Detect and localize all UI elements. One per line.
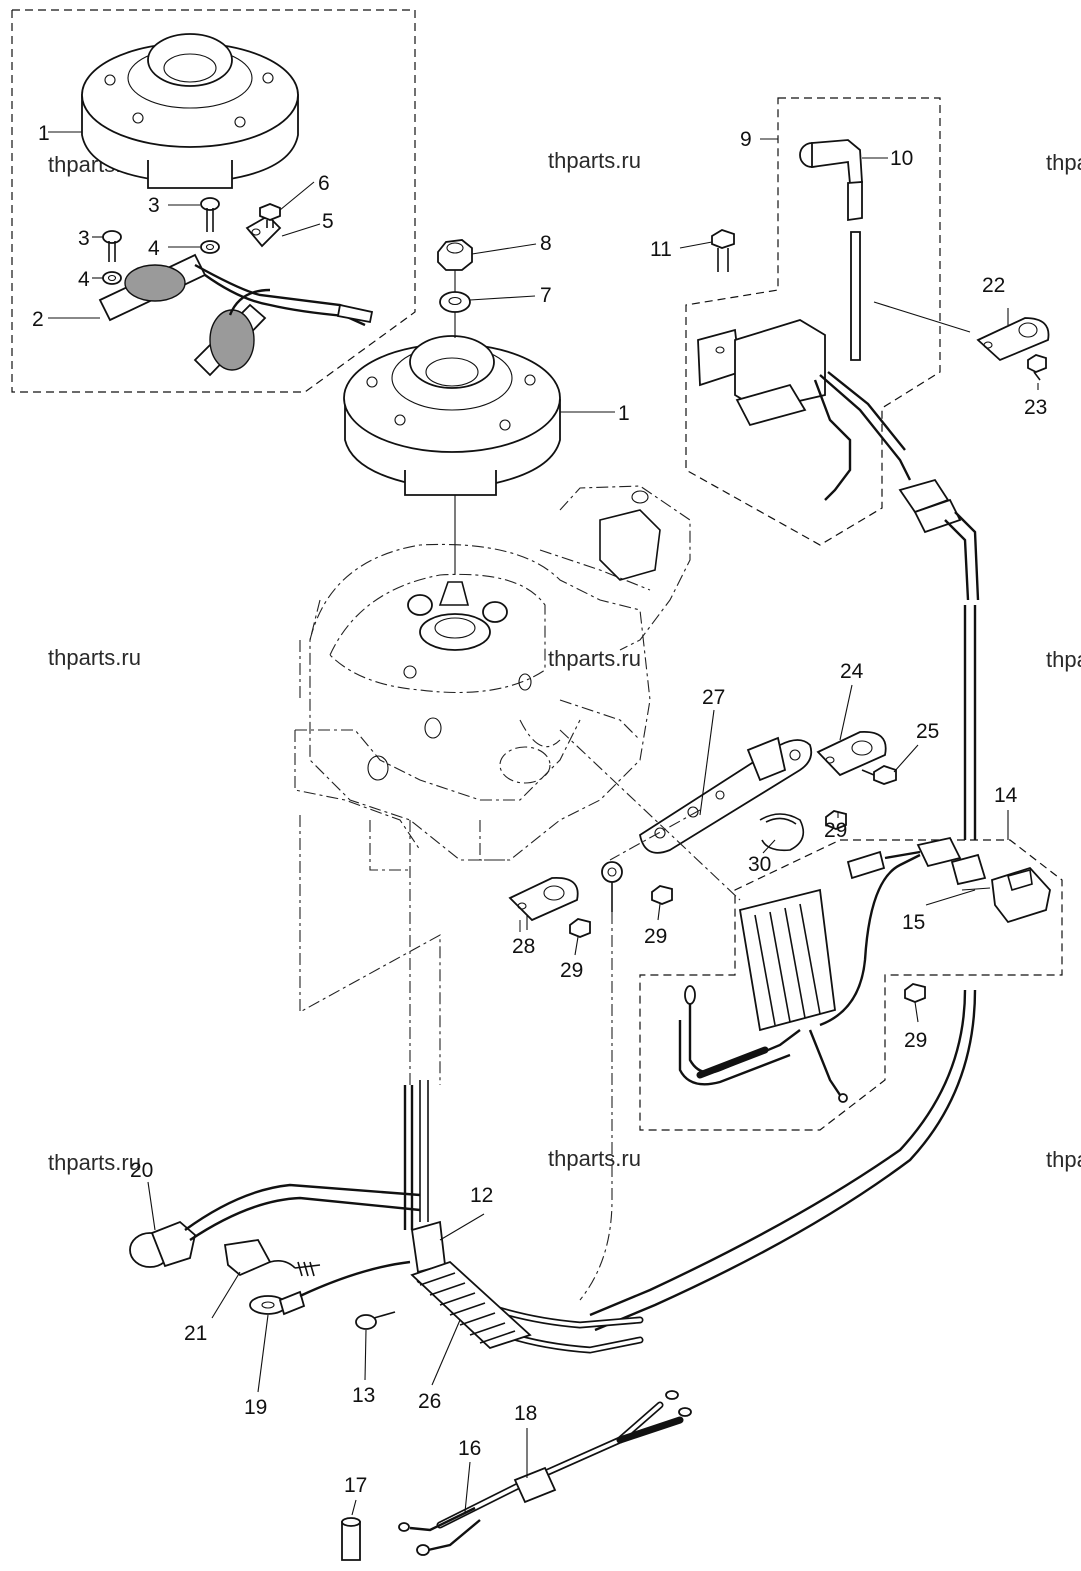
dash-dot-leader [299, 815, 441, 1085]
callout-label: 1 [618, 402, 630, 425]
callout-label: 6 [318, 172, 330, 195]
bracket-part-27 [638, 736, 813, 854]
callout-label: 12 [470, 1184, 493, 1207]
regulator-kit-outline [639, 839, 1063, 1131]
extension-harness-part-18 [436, 1390, 692, 1529]
watermarks: thparts.ru thparts.ru thparts.ru thparts… [48, 148, 1081, 1175]
watermark-text: thparts.ru [1046, 647, 1081, 672]
callout-label: 14 [994, 784, 1018, 807]
callout-label: 29 [560, 959, 583, 982]
engine-block-phantom [294, 485, 691, 871]
bolt-part-25 [861, 765, 897, 785]
callout-label: 18 [514, 1402, 537, 1425]
clamp-part-5 [245, 214, 282, 248]
lanyard-clip-part-21 [223, 1239, 321, 1277]
clip-part-12 [410, 1080, 446, 1274]
spark-plug-cap-part-10 [799, 139, 863, 361]
callout-label: 10 [890, 147, 913, 170]
callout-label: 2 [32, 308, 44, 331]
leader-lines [48, 131, 1039, 1516]
callout-label: 29 [904, 1029, 927, 1052]
callout-label: 13 [352, 1384, 375, 1407]
callout-label: 22 [982, 274, 1005, 297]
callout-label: 15 [902, 911, 925, 934]
washer-part-7 [439, 291, 471, 313]
rectifier-part-14 [678, 836, 962, 1103]
callout-label: 25 [916, 720, 939, 743]
bolt-part-11 [711, 229, 735, 272]
callout-label: 3 [78, 227, 90, 250]
callout-label: 28 [512, 935, 535, 958]
clamp-part-28 [508, 877, 579, 922]
dash-dot-leader [519, 729, 741, 935]
callout-label: 17 [344, 1474, 367, 1497]
callout-label: 24 [840, 660, 864, 683]
watermark-text: thparts.ru [1046, 150, 1081, 175]
callout-label: 5 [322, 210, 334, 233]
connector-part-15 [950, 853, 1051, 924]
screw-part-3 [102, 197, 220, 262]
dash-dot-leader [579, 912, 613, 1301]
watermark-text: thparts.ru [48, 645, 141, 670]
watermark-text: thparts.ru [548, 148, 641, 173]
stop-switch-part-20 [129, 1183, 421, 1268]
callout-labels: 1 1 2 3 3 4 4 5 6 7 8 9 10 11 12 13 14 1… [32, 122, 1047, 1497]
callout-label: 20 [130, 1159, 153, 1182]
callout-label: 1 [38, 122, 50, 145]
flywheel-part [343, 335, 561, 496]
callout-label: 23 [1024, 396, 1047, 419]
clip-part-30 [759, 813, 805, 852]
watermark-text: thparts.ru [1046, 1147, 1081, 1172]
terminal-leads-part-16 [398, 1506, 481, 1556]
tube-part-17 [341, 1517, 361, 1561]
charge-coil-part [98, 253, 374, 377]
corrugated-tube-part-26 [410, 1260, 532, 1350]
callout-label: 29 [644, 925, 667, 948]
callout-label: 9 [740, 128, 752, 151]
clamp-part-24 [816, 731, 887, 777]
bolt-part-6 [259, 203, 281, 228]
flywheel-kit-part [81, 33, 299, 189]
callout-label: 7 [540, 284, 552, 307]
ground-terminal [601, 861, 623, 912]
bolt-part-23 [1027, 354, 1047, 381]
callout-label: 19 [244, 1396, 267, 1419]
callout-label: 4 [78, 268, 90, 291]
clamp-part-22 [976, 317, 1050, 362]
callout-label: 26 [418, 1390, 441, 1413]
callout-label: 16 [458, 1437, 481, 1460]
callout-label: 29 [824, 819, 847, 842]
callout-label: 21 [184, 1322, 207, 1345]
nut-part-8 [437, 239, 473, 271]
callout-label: 11 [650, 238, 672, 261]
ignition-coil-kit-outline [685, 97, 941, 546]
callout-label: 4 [148, 237, 160, 260]
watermark-text: thparts.ru [48, 1150, 141, 1175]
stator-kit-outline [11, 9, 416, 393]
bolt-part-29 [569, 810, 926, 1003]
callout-label: 27 [702, 686, 725, 709]
grommet-part-19 [249, 1260, 411, 1316]
watermark-text: thparts.ru [548, 1146, 641, 1171]
watermark-text: thparts.ru [548, 646, 641, 671]
ignition-coil-part-9 [697, 319, 912, 501]
callout-label: 30 [748, 853, 771, 876]
callout-label: 3 [148, 194, 160, 217]
screw-part-13 [355, 1311, 396, 1330]
callout-label: 8 [540, 232, 552, 255]
